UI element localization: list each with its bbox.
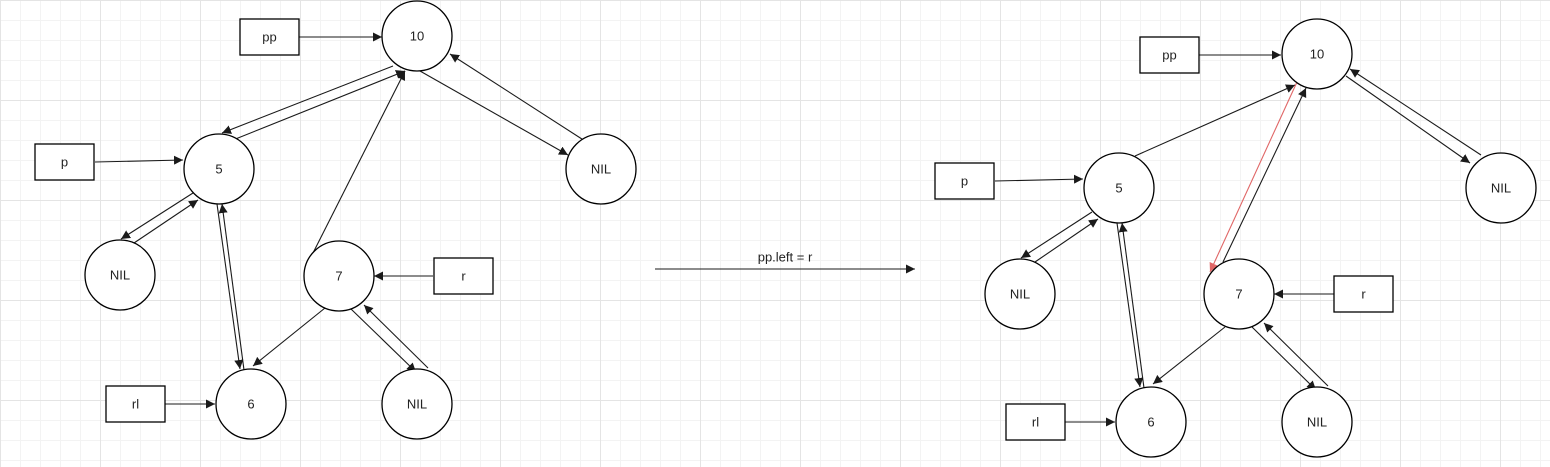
edge-6-parent-to-5 [1118,222,1145,389]
pointer-p: p [34,143,95,181]
edge-6-parent-to-5 [218,203,245,371]
after-diagram: pp p r rl 10 5 NIL NIL [934,18,1537,458]
node-label: NIL [1010,287,1030,302]
node-nil-left-of-5: NIL [84,239,156,311]
edge-nil-parent-to-5 [133,199,199,244]
node-5: 5 [1083,152,1155,224]
node-label: NIL [110,268,130,283]
edge-10-left-to-7-new [1209,81,1298,273]
after-edges [994,50,1482,427]
node-nil-right-of-7: NIL [1281,386,1353,458]
before-edges [94,32,586,409]
node-6: 6 [1115,386,1187,458]
pointer-pp: pp [1139,36,1200,74]
edge-p-to-5 [994,174,1084,184]
edge-5-right-to-6 [1116,222,1144,388]
edge-nil-parent-to-10 [449,53,586,142]
node-label: 5 [1115,181,1122,196]
pointer-label: pp [1162,48,1176,63]
edge-7-right-to-nil [1251,326,1317,391]
operation-label: pp.left = r [758,250,813,265]
pointer-label: rl [1032,415,1039,430]
edge-7-left-to-6 [1152,326,1226,385]
edge-7-left-to-6 [252,307,326,367]
pointer-rl: rl [105,385,166,423]
node-10: 10 [381,0,453,72]
pointer-label: p [61,155,68,170]
pointer-p: p [934,162,995,200]
node-6: 6 [215,368,287,440]
node-label: 7 [335,269,342,284]
before-diagram: pp p r rl 10 5 NIL NIL [34,0,637,440]
node-nil-right-of-10: NIL [565,133,637,205]
node-nil-right-of-7: NIL [381,368,453,440]
pointer-label: pp [262,30,276,45]
edge-10-left-to-5 [221,65,394,134]
edge-5-left-to-nil [120,192,194,240]
edge-10-right-to-nil [419,70,569,156]
pointer-label: rl [132,397,139,412]
node-10: 10 [1281,18,1353,90]
edge-5-parent-to-10 [227,70,406,143]
pointer-label: r [461,269,466,284]
node-label: NIL [1307,415,1327,430]
edge-nil-parent-to-7 [363,304,429,369]
edge-7-right-to-nil [350,308,417,373]
node-label: 10 [410,29,424,44]
pointer-r: r [433,257,494,295]
node-5: 5 [183,133,255,205]
node-7: 7 [303,240,375,312]
edge-nil-parent-to-7 [1263,322,1329,387]
edge-nil-parent-to-10 [1349,68,1482,156]
node-label: NIL [407,397,427,412]
pointer-pp: pp [239,18,300,56]
pointer-rl: rl [1005,403,1066,441]
pointer-label: r [1361,287,1366,302]
node-label: 6 [247,397,254,412]
edge-nil-parent-to-5 [1034,218,1099,263]
node-label: NIL [1491,181,1511,196]
node-label: 7 [1235,287,1242,302]
edge-5-right-to-6 [216,203,244,370]
edge-5-parent-to-10 [1134,84,1296,157]
edge-7-parent-to-10 [312,70,406,254]
node-nil-right-of-10: NIL [1465,152,1537,224]
edge-10-right-to-nil [1345,75,1471,164]
node-label: 5 [215,162,222,177]
edge-5-left-to-nil [1020,211,1093,259]
node-label: NIL [591,162,611,177]
node-label: 6 [1147,415,1154,430]
edge-p-to-5 [94,155,184,165]
node-7: 7 [1203,258,1275,330]
pointer-label: p [961,174,968,189]
pointer-r: r [1333,275,1394,313]
operation-arrow: pp.left = r [655,250,915,274]
edge-7-parent-to-10 [1222,87,1307,263]
node-nil-left-of-5: NIL [984,258,1056,330]
node-label: 10 [1310,47,1324,62]
